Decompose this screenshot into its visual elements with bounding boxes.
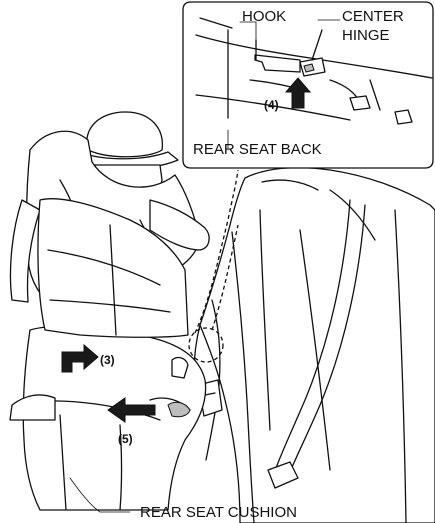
label-step-5: (5) <box>118 432 133 446</box>
label-rear-seat-back: REAR SEAT BACK <box>193 141 322 158</box>
label-hook: HOOK <box>242 8 286 25</box>
technician-drawing <box>10 112 209 337</box>
label-step-4: (4) <box>264 98 279 112</box>
rear-seat-back-drawing <box>194 168 435 523</box>
label-center-hinge-line1: CENTER <box>342 8 404 25</box>
label-step-3: (3) <box>100 353 115 367</box>
label-center-hinge-line2: HINGE <box>342 27 390 44</box>
label-rear-seat-cushion: REAR SEAT CUSHION <box>140 504 297 521</box>
